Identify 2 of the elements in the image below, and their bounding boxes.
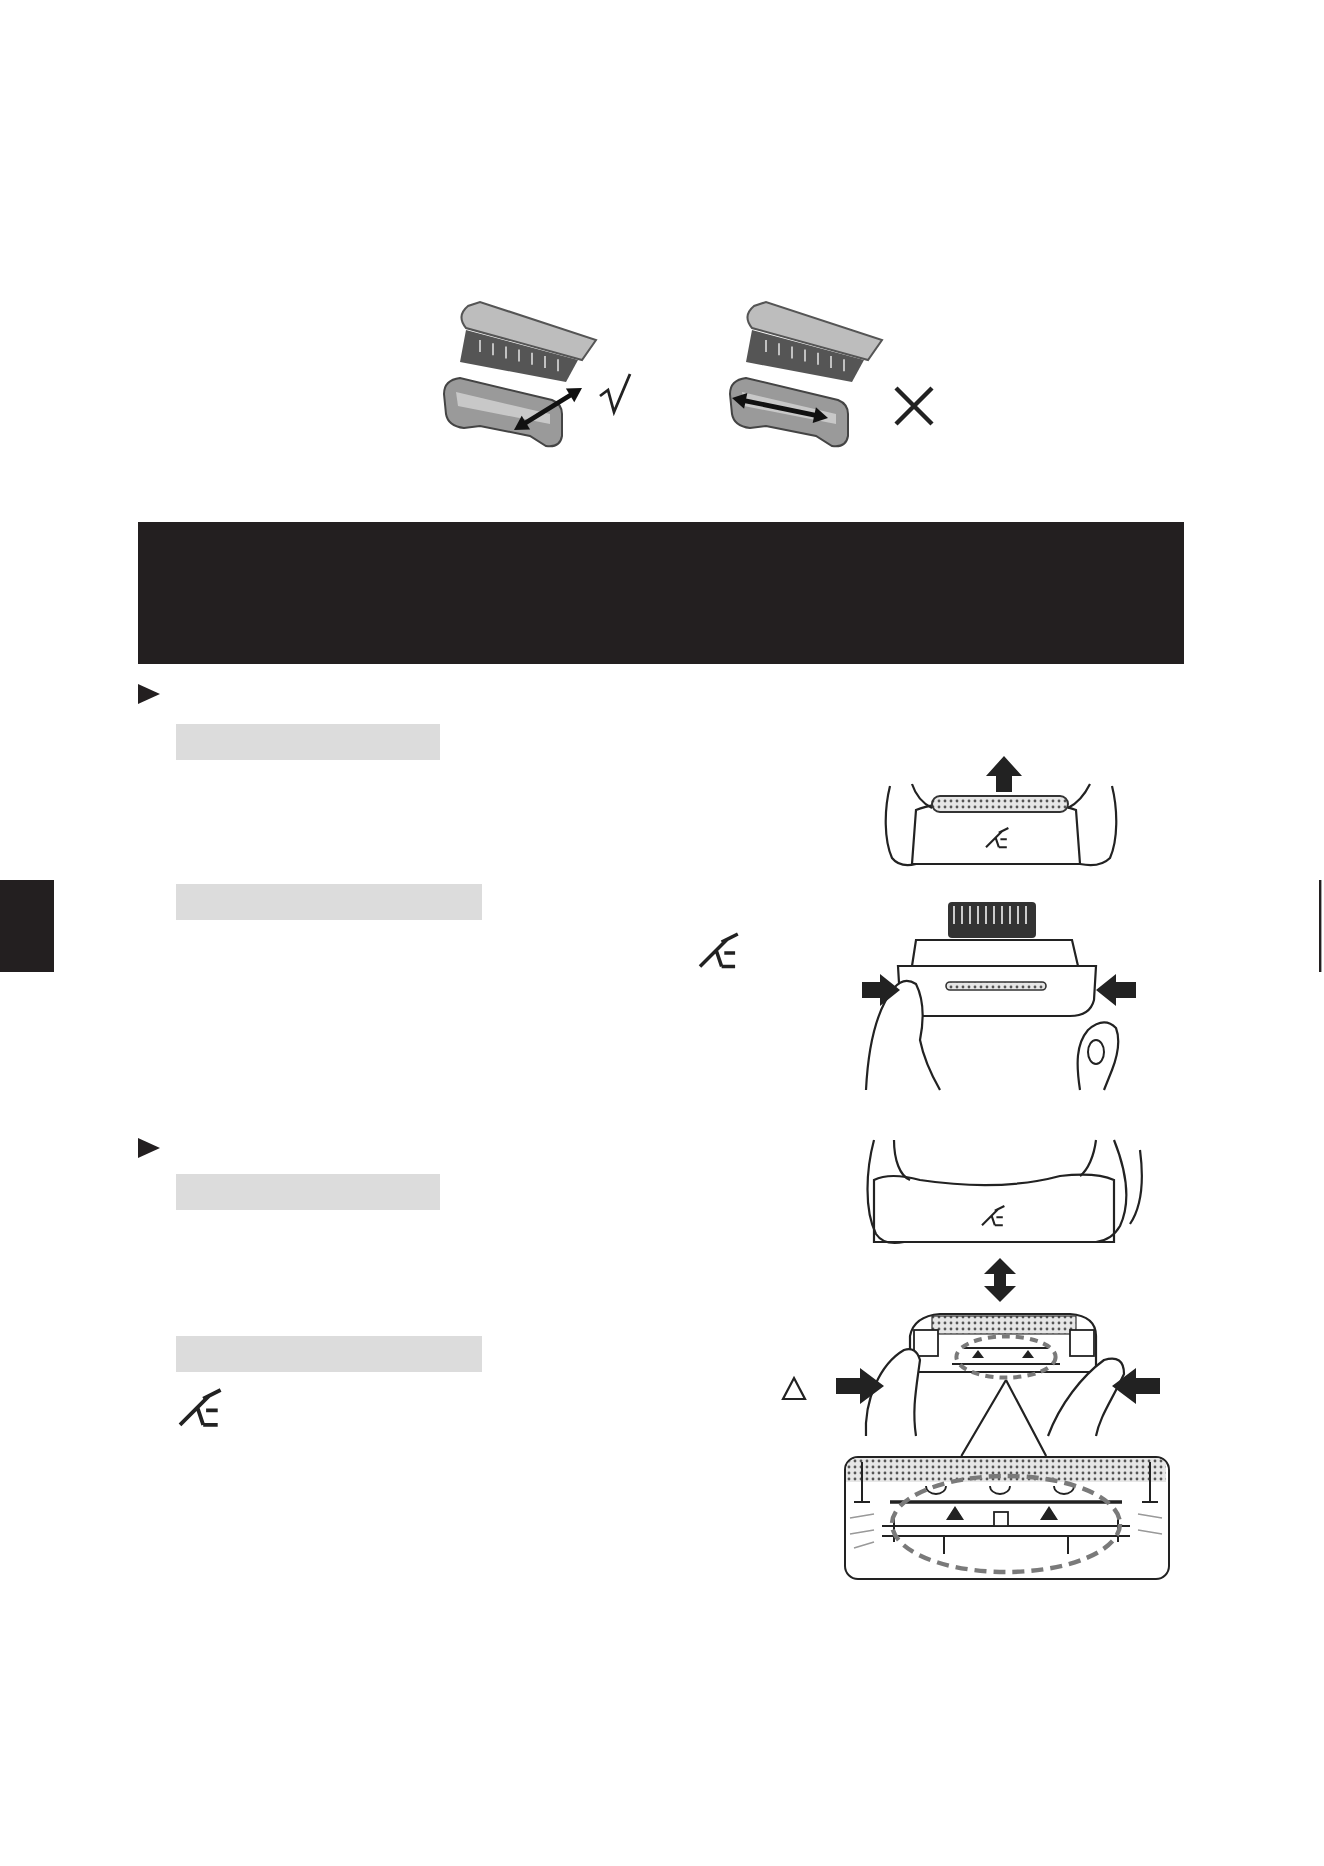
leader-line <box>960 1378 1048 1458</box>
dashed-ellipse <box>954 1334 1058 1380</box>
